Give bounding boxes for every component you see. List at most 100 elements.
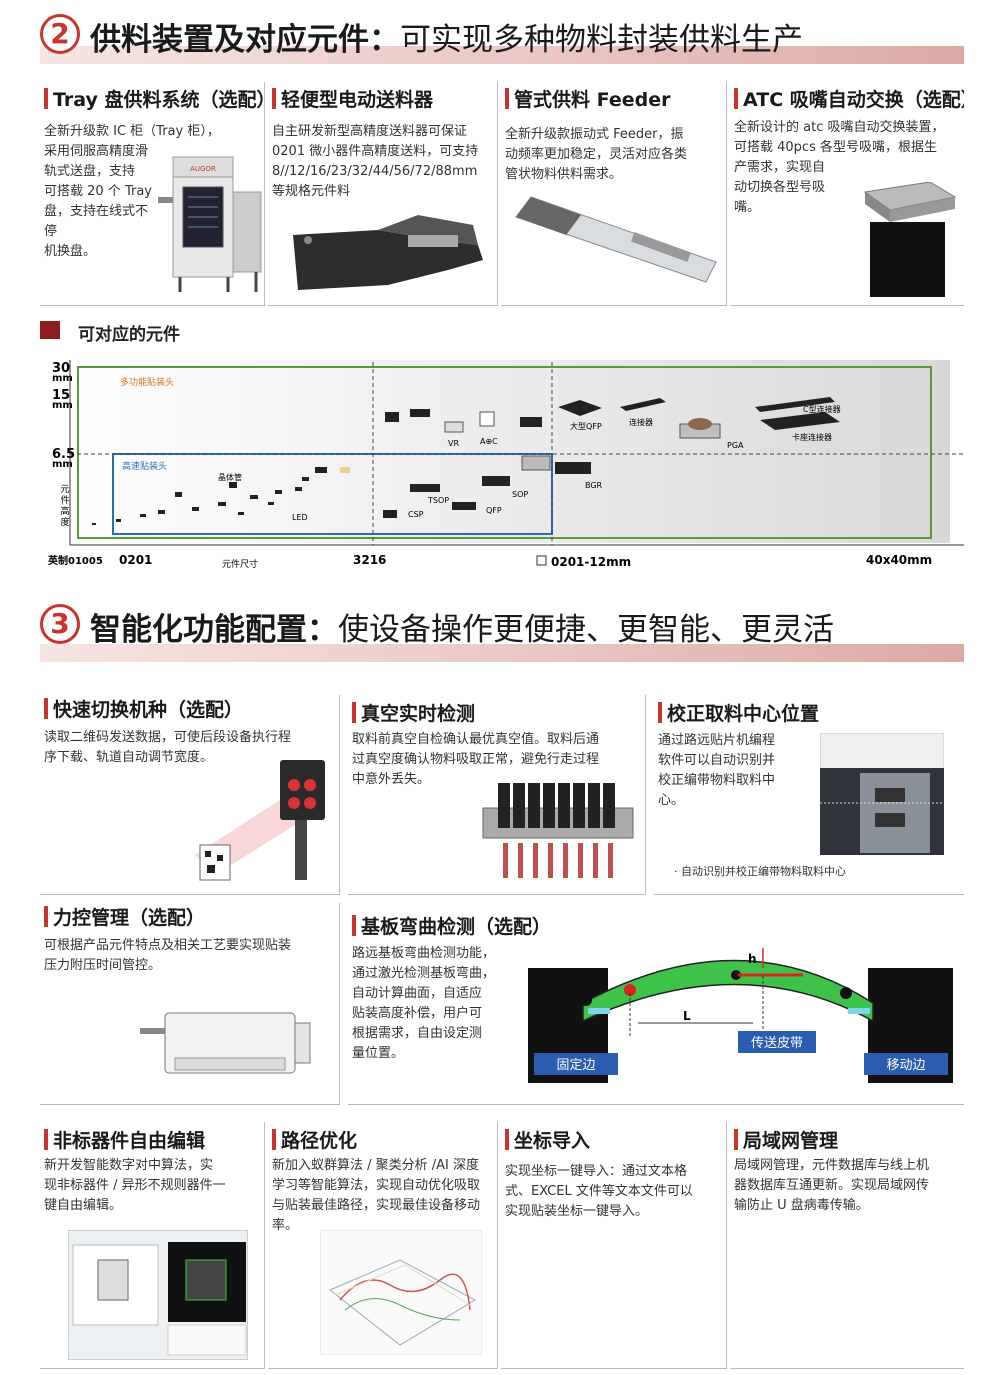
part-label-qfp: QFP [486, 506, 502, 515]
card-title: 轻便型电动送料器 [272, 85, 433, 111]
feature-card-path: 路径优化 新加入蚁群算法 / 聚类分析 /AI 深度 学习等智能算法，实现自动优… [268, 1122, 498, 1369]
feature-card-coordinate: 坐标导入 实现坐标一键导入：通过文本格 式、EXCEL 文件等文本文件可以 实现… [501, 1122, 727, 1369]
electric-feeder-image [293, 215, 483, 290]
label-belt: 传送皮带 [751, 1036, 803, 1051]
x-tick-0201: 0201 [119, 553, 152, 567]
path-3d-plot [320, 1230, 482, 1355]
svg-text:mm: mm [52, 400, 73, 411]
measure-point [624, 984, 636, 996]
card-title: 真空实时检测 [352, 699, 475, 725]
tube-feeder-image [515, 196, 717, 283]
calibrate-caption: · 自动识别并校正编带物料取料中心 [674, 865, 846, 878]
label-L: L [683, 1009, 691, 1023]
atc-nozzle-image [863, 182, 957, 297]
barcode-scanner-image [195, 760, 325, 881]
vacuum-module-image [482, 783, 634, 878]
region-label-highspeed: 高速贴装头 [122, 460, 167, 472]
calibration-screen-image [820, 733, 944, 855]
part-label-c-connector: C型连接器 [803, 404, 841, 414]
card-text: 全新升级款 IC 柜（Tray 柜）， 采用伺服高精度滑 轨式送盘，支持 可搭载… [44, 124, 220, 259]
svg-text:度: 度 [60, 516, 69, 528]
feature-card-nonstandard: 非标器件自由编辑 新开发智能数字对中算法，实 现非标器件 / 异形不规则器件一 … [40, 1122, 265, 1369]
card-text: 自主研发新型高精度送料器可保证 0201 微小器件高精度送料，可支持 8//12… [272, 124, 479, 199]
y-axis-label: 元 件 高 度 [60, 485, 69, 528]
chart-background [70, 360, 950, 543]
part-label-large-qfp: 大型QFP [570, 421, 602, 431]
small-parts [92, 467, 350, 525]
part-label-led: LED [292, 513, 308, 522]
y-tick-15: 15 [52, 388, 70, 403]
y-tick-30: 30 [52, 361, 70, 376]
x-tick-3216: 3216 [353, 553, 386, 567]
svg-text:高: 高 [60, 505, 69, 517]
belt-label-bg [738, 1031, 816, 1053]
x-axis-label: 元件尺寸 [222, 558, 258, 570]
part-label-bgr: BGR [585, 481, 603, 490]
region-multi [77, 366, 932, 539]
bend-diagram: h L 传送皮带 固定边 移动边 [528, 948, 953, 1083]
card-title: 力控管理（选配） [44, 903, 205, 929]
feature-card-vacuum: 真空实时检测 取料前真空自检确认最优真空值。取料后通 过真空度确认物料吸取正常，… [348, 695, 646, 895]
part-label-pga: PGA [727, 441, 744, 450]
force-sensor-image [140, 1012, 311, 1074]
section-title: 供料装置及对应元件：可实现多种物料封装供料生产 [90, 22, 803, 58]
card-title: 路径优化 [272, 1126, 357, 1152]
part-label-tsop: TSOP [427, 496, 449, 505]
feature-card-lan: 局域网管理 局域网管理，元件数据库与线上机 器数据库互通更新。实现局域网传 输防… [730, 1122, 964, 1369]
card-text: 全新升级款振动式 Feeder，振 动频率更加稳定，灵活对应各类 管状物料供料需… [505, 127, 688, 182]
card-title: 非标器件自由编辑 [44, 1126, 205, 1152]
feature-card-bend: 基板弯曲检测（选配） 路远基板弯曲检测功能， 通过激光检测基板弯曲， 自动计算曲… [348, 903, 964, 1105]
card-title: ATC 吸嘴自动交换（选配） [734, 85, 964, 111]
svg-text:元: 元 [60, 485, 69, 495]
section-number: 3 [40, 604, 80, 644]
mid-parts [383, 409, 551, 518]
large-parts [555, 397, 840, 474]
svg-text:mm: mm [52, 459, 73, 470]
tray-cabinet-image: AUGOR [158, 156, 262, 292]
feature-card-calibrate: 校正取料中心位置 通过路远贴片机编程 软件可以自动识别并 校正编带物料取料中 心… [654, 695, 964, 895]
card-text: 新开发智能数字对中算法，实 现非标器件 / 异形不规则器件一 键自由编辑。 [44, 1158, 226, 1213]
card-text: 路远基板弯曲检测功能， 通过激光检测基板弯曲， 自动计算曲面，自适应 贴装高度补… [352, 946, 496, 1061]
section-title: 智能化功能配置：使设备操作更便捷、更智能、更灵活 [90, 612, 834, 648]
card-text: 取料前真空自检确认最优真空值。取料后通 过真空度确认物料吸取正常，避免行走过程 … [352, 732, 600, 787]
feeder-card-tray: Tray 盘供料系统（选配） 全新升级款 IC 柜（Tray 柜）， 采用伺服高… [40, 82, 265, 306]
card-text: 实现坐标一键导入：通过文本格 式、EXCEL 文件等文本文件可以 实现贴装坐标一… [505, 1164, 693, 1219]
part-label-connector: 连接器 [629, 417, 653, 427]
card-text: 读取二维码发送数据，可使后段设备执行程 序下载、轨道自动调节宽度。 [44, 730, 292, 765]
x-tick-40mm: 40x40mm [866, 553, 932, 567]
feeder-card-atc: ATC 吸嘴自动交换（选配） 全新设计的 atc 吸嘴自动交换装置， 可搭载 4… [730, 82, 964, 306]
part-label-transistor: 晶体管 [218, 472, 242, 482]
part-label-card-connector: 卡座连接器 [792, 432, 832, 442]
region-label-multi: 多功能贴装头 [120, 376, 174, 388]
feeder-card-electric: 轻便型电动送料器 自主研发新型高精度送料器可保证 0201 微小器件高精度送料，… [268, 82, 498, 306]
card-title: 校正取料中心位置 [658, 699, 819, 725]
card-text: 通过路远贴片机编程 软件可以自动识别并 校正编带物料取料中 心。 [658, 733, 776, 808]
x-tick-12mm: 0201-12mm [551, 555, 631, 569]
components-chart: 多功能贴装头 高速贴装头 30 mm 15 mm 6.5 mm 元 件 高 度 … [40, 352, 964, 577]
x-tick-01005: 英制01005 [47, 554, 103, 567]
label-fixed-side: 固定边 [556, 1058, 595, 1073]
y-tick-6-5: 6.5 [52, 447, 75, 462]
section-3-header: 3 智能化功能配置：使设备操作更便捷、更智能、更灵活 [40, 598, 964, 662]
part-label-ac: A⊕C [480, 437, 498, 446]
card-title: 管式供料 Feeder [505, 85, 670, 111]
svg-text:件: 件 [60, 494, 69, 506]
label-moving-side: 移动边 [886, 1058, 925, 1073]
chart-svg: 多功能贴装头 高速贴装头 30 mm 15 mm 6.5 mm 元 件 高 度 … [47, 360, 964, 570]
svg-text:AUGOR: AUGOR [190, 165, 216, 173]
editor-screenshot [68, 1230, 248, 1360]
card-text: 全新设计的 atc 吸嘴自动交换装置， 可搭载 40pcs 各型号吸嘴，根据生 … [734, 120, 945, 215]
card-title: 基板弯曲检测（选配） [352, 912, 551, 938]
feature-card-quick-switch: 快速切换机种（选配） 读取二维码发送数据，可使后段设备执行程 序下载、轨道自动调… [40, 695, 340, 895]
label-h: h [748, 952, 757, 966]
part-label-csp: CSP [408, 510, 424, 519]
card-text: 可根据产品元件特点及相关工艺要实现贴装 压力附压时间管控。 [44, 938, 292, 973]
svg-text:mm: mm [52, 373, 73, 384]
card-title: 快速切换机种（选配） [44, 695, 243, 721]
feature-card-force: 力控管理（选配） 可根据产品元件特点及相关工艺要实现贴装 压力附压时间管控。 [40, 903, 340, 1105]
card-title: 局域网管理 [734, 1126, 838, 1152]
card-title: 坐标导入 [505, 1126, 590, 1152]
part-label-sop: SOP [512, 490, 528, 499]
card-text: 局域网管理，元件数据库与线上机 器数据库互通更新。实现局域网传 输防止 U 盘病… [734, 1158, 930, 1213]
feeder-card-tube: 管式供料 Feeder 全新升级款振动式 Feeder，振 动频率更加稳定，灵活… [501, 82, 727, 306]
